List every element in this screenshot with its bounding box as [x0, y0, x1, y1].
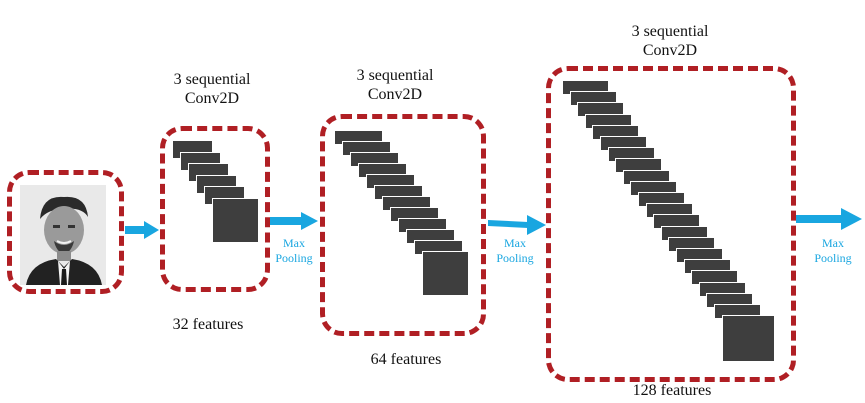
feature-map-sheet [374, 185, 422, 199]
feature-map-sheet [406, 229, 454, 243]
max-pooling-3: Max Pooling [805, 236, 861, 266]
stage-2-box [320, 114, 486, 336]
stage-2-features: 64 features [370, 351, 442, 368]
stage-3-features: 128 features [632, 382, 712, 399]
feature-map-sheet [706, 292, 753, 307]
feature-map-sheet [698, 281, 745, 296]
feature-map-sheet [592, 124, 639, 139]
input-box [7, 170, 124, 294]
feature-map-sheet [212, 197, 258, 242]
feature-map-sheet [398, 218, 446, 232]
stage-1-box [160, 126, 270, 292]
feature-map-sheet [600, 136, 646, 150]
stage-3-title-line1: 3 sequential [631, 23, 709, 40]
feature-map-sheet [390, 207, 438, 221]
max-pooling-3-line2: Pooling [814, 251, 852, 265]
feature-map-sheet [668, 236, 715, 251]
stage-3-title-line2: Conv2D [642, 42, 698, 59]
feature-map-sheet [584, 113, 631, 128]
feature-map-sheet [676, 248, 722, 262]
feature-map-sheet [645, 203, 692, 218]
feature-map-sheet [334, 130, 382, 144]
arrow-4 [796, 208, 862, 230]
feature-map-sheet [638, 192, 684, 206]
feature-map-sheet [607, 147, 654, 162]
feature-map-sheet [422, 251, 468, 295]
feature-map-sheet [382, 196, 430, 210]
feature-map-sheet [342, 141, 390, 155]
stage-2-title-line2: Conv2D [367, 86, 423, 103]
max-pooling-1-line2: Pooling [275, 251, 313, 265]
arrow-2 [270, 212, 318, 230]
feature-map-sheet [577, 102, 624, 117]
max-pooling-3-line1: Max [822, 236, 844, 250]
stage-1-title-line2: Conv2D [184, 90, 240, 107]
stage-1-features: 32 features [172, 316, 244, 333]
stage-2-title-line1: 3 sequential [356, 67, 434, 84]
feature-map-sheet [660, 225, 707, 240]
max-pooling-2: Max Pooling [487, 236, 543, 266]
feature-map-sheet [569, 91, 616, 106]
max-pooling-2-line2: Pooling [496, 251, 534, 265]
feature-map-sheet [721, 315, 774, 362]
feature-map-sheet [622, 169, 669, 184]
feature-map-sheet [691, 270, 738, 285]
feature-map-sheet [683, 259, 730, 274]
stage-2-title: 3 sequential Conv2D [345, 66, 445, 104]
max-pooling-1: Max Pooling [266, 236, 322, 266]
feature-map-sheet [630, 180, 677, 195]
feature-map-sheet [653, 214, 700, 229]
stage-3-box [546, 66, 796, 382]
feature-map-sheet [414, 240, 462, 254]
stage-1-title: 3 sequential Conv2D [162, 70, 262, 108]
feature-map-sheet [358, 163, 406, 177]
feature-map-sheet [350, 152, 398, 166]
arrow-1 [125, 221, 159, 239]
portrait-photo-icon [20, 185, 106, 285]
feature-map-sheet [615, 158, 662, 173]
max-pooling-1-line1: Max [283, 236, 305, 250]
stage-1-title-line1: 3 sequential [173, 71, 251, 88]
arrow-3 [488, 215, 546, 235]
stage-3-title: 3 sequential Conv2D [615, 22, 725, 60]
feature-map-sheet [714, 304, 760, 318]
max-pooling-2-line1: Max [504, 236, 526, 250]
feature-map-sheet [562, 80, 608, 94]
feature-map-sheet [366, 174, 414, 188]
